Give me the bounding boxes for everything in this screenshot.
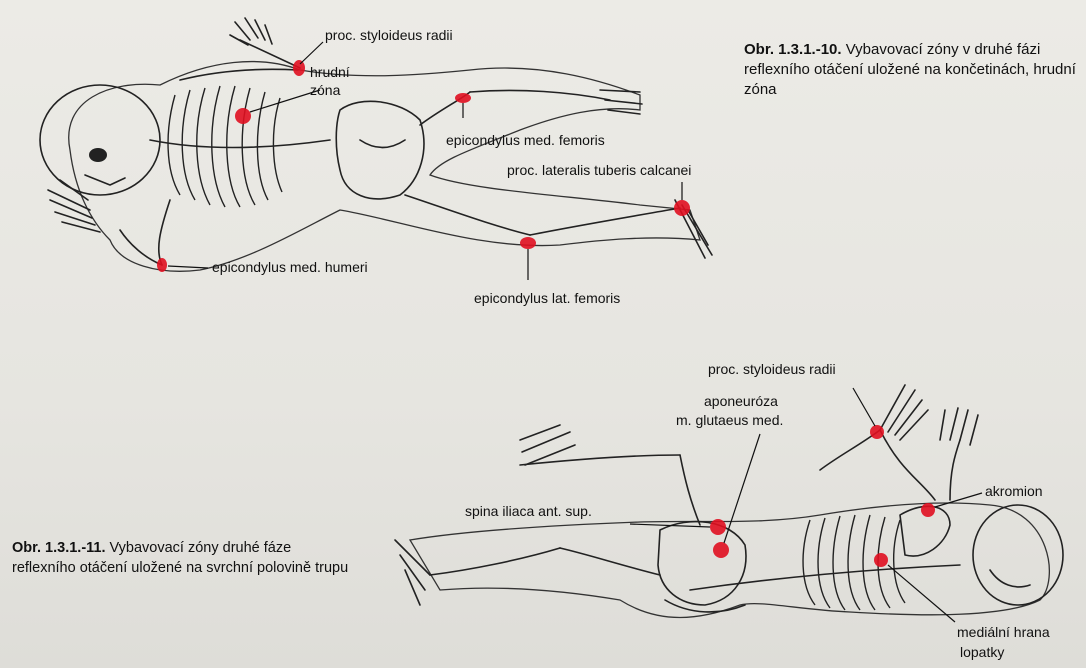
label-hrudni-line1: hrudní — [310, 64, 350, 80]
zone-proc-styloideus-radii-2 — [870, 425, 884, 439]
zone-epicondylus-lat-femoris-1 — [520, 237, 536, 249]
zone-spina-iliaca-2 — [710, 519, 726, 535]
femur-bottom-2 — [560, 548, 660, 575]
tibia-bottom-2 — [430, 548, 560, 575]
label-proc-styloideus-radii-1: proc. styloideus radii — [325, 27, 453, 43]
arm-other-2 — [950, 440, 960, 500]
label-epicondylus-med-femoris-1: epicondylus med. femoris — [446, 132, 605, 148]
sacrum-1 — [360, 140, 405, 148]
zone-epicondylus-med-humeri-1 — [157, 258, 167, 272]
foot-top-2 — [520, 425, 575, 465]
hand-bottom-1 — [48, 180, 100, 232]
label-aponeuroza-line1: aponeuróza — [704, 393, 778, 409]
tibia-top-2 — [520, 455, 680, 465]
zone-epicondylus-med-femoris-1 — [455, 93, 471, 103]
tibia-bottom-1 — [530, 208, 680, 235]
hand-other-2 — [940, 408, 978, 445]
sacrum-2 — [665, 600, 745, 612]
label-medialni-line1: mediální hrana — [957, 624, 1050, 640]
spine-2 — [690, 565, 960, 590]
caption-figure-2: Obr. 1.3.1.-11. Vybavovací zóny druhé fá… — [12, 538, 357, 578]
foot-bottom-2 — [395, 540, 430, 605]
label-proc-lateralis-tuberis-1: proc. lateralis tuberis calcanei — [507, 162, 691, 178]
pelvis-2 — [658, 522, 746, 605]
jaw-2 — [990, 570, 1030, 587]
hand-2 — [880, 385, 928, 440]
leaders-figure-1 — [168, 42, 682, 280]
skull-1 — [40, 85, 160, 195]
caption-figure-1-label: Obr. 1.3.1.-10. — [744, 41, 842, 58]
zone-akromion-2 — [921, 503, 935, 517]
label-epicondylus-med-humeri-1: epicondylus med. humeri — [212, 259, 368, 275]
body-outline-2 — [410, 503, 1049, 617]
upper-arm-bottom-1 — [159, 200, 170, 265]
label-proc-styloideus-radii-2: proc. styloideus radii — [708, 361, 836, 377]
labels-figure-2: proc. styloideus radii aponeuróza m. glu… — [465, 361, 1050, 660]
label-spina-iliaca-2: spina iliaca ant. sup. — [465, 503, 592, 519]
forearm-bottom-1 — [120, 230, 162, 265]
label-akromion-2: akromion — [985, 483, 1043, 499]
caption-figure-2-label: Obr. 1.3.1.-11. — [12, 540, 106, 556]
zone-proc-styloideus-radii-1 — [293, 60, 305, 76]
skeleton-figure-1 — [40, 18, 712, 271]
zones-figure-2 — [710, 425, 935, 567]
upper-arm-top-1 — [180, 69, 298, 80]
zone-aponeuroza-2 — [713, 542, 729, 558]
femur-top-2 — [680, 455, 700, 525]
label-aponeuroza-line2: m. glutaeus med. — [676, 412, 783, 428]
upper-arm-2 — [880, 430, 935, 500]
skull-2 — [973, 505, 1063, 605]
spine-1 — [150, 140, 330, 148]
forearm-2 — [820, 430, 880, 470]
forearm-top-1 — [240, 40, 300, 68]
jaw-1 — [85, 175, 125, 185]
hand-top-1 — [230, 18, 272, 45]
caption-figure-1: Obr. 1.3.1.-10. Vybavovací zóny v druhé … — [744, 40, 1082, 100]
eye-socket-1 — [89, 148, 107, 162]
zone-hrudni-1 — [235, 108, 251, 124]
label-epicondylus-lat-femoris-1: epicondylus lat. femoris — [474, 290, 620, 306]
label-medialni-line2: lopatky — [960, 644, 1004, 660]
zone-proc-lateralis-tuberis-1 — [674, 200, 690, 216]
tibia-top-1 — [470, 90, 610, 100]
label-hrudni-line2: zóna — [310, 82, 341, 98]
zone-medialni-hrana-2 — [874, 553, 888, 567]
pelvis-1 — [336, 101, 424, 199]
ribcage-2 — [803, 515, 905, 610]
